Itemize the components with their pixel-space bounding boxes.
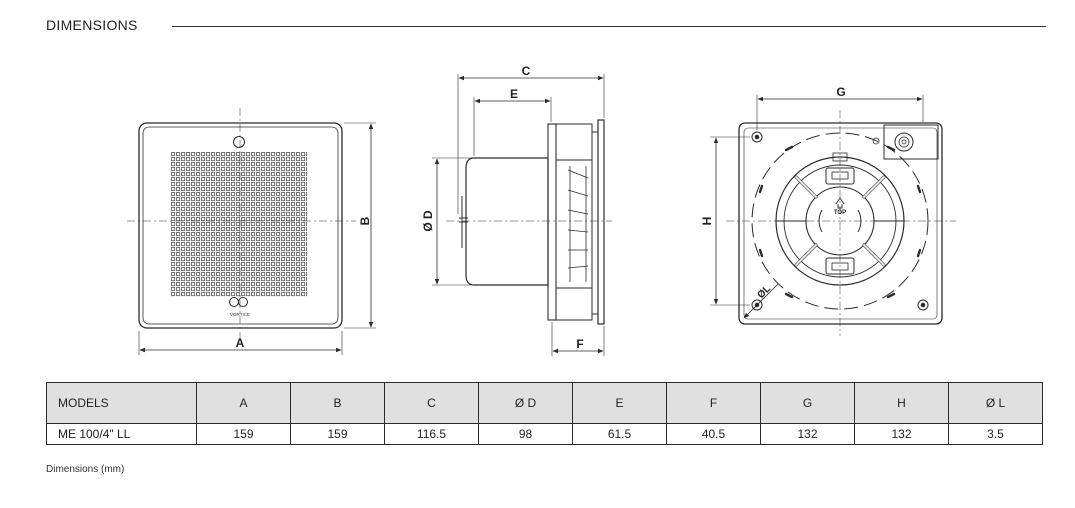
table-header-cell: G <box>760 382 855 424</box>
logo-icon <box>229 297 239 307</box>
table-header-cell: A <box>196 382 291 424</box>
table-cell: 116.5 <box>384 423 479 445</box>
table-header-cell: C <box>384 382 479 424</box>
logo-text: VORTICE <box>230 312 250 317</box>
front-outer-frame <box>138 122 343 329</box>
table-cell: 40.5 <box>666 423 761 445</box>
connector-icon <box>894 132 914 152</box>
front-plate <box>597 119 605 325</box>
section-rule <box>172 26 1046 27</box>
dim-l-label: ØL <box>755 283 773 301</box>
front-inner-frame <box>142 126 339 325</box>
rear-frame <box>738 122 943 325</box>
side-view <box>432 74 612 356</box>
table-cell: 132 <box>854 423 949 445</box>
table-cell: 159 <box>196 423 291 445</box>
rear-view <box>710 95 956 336</box>
table-header-row: MODELS A B C Ø D E F G H Ø L <box>46 382 1043 424</box>
top-mark: TOP <box>834 210 846 216</box>
front-view: VORTICE <box>127 108 376 355</box>
section-header: DIMENSIONS <box>46 14 1046 38</box>
dim-b-label: B <box>358 216 372 225</box>
dim-c-label: C <box>522 64 531 78</box>
section-title: DIMENSIONS <box>46 17 138 33</box>
front-hole <box>233 136 245 148</box>
table-header-cell: Ø D <box>478 382 573 424</box>
dim-h-label: H <box>700 217 714 226</box>
footnote: Dimensions (mm) <box>46 464 125 475</box>
motor-body <box>465 157 549 286</box>
table-cell: 3.5 <box>948 423 1043 445</box>
table-cell: 132 <box>760 423 855 445</box>
table-cell: 61.5 <box>572 423 667 445</box>
table-row: ME 100/4" LL 159 159 116.5 98 61.5 40.5 … <box>46 423 1043 445</box>
table-header-cell: Ø L <box>948 382 1043 424</box>
dim-d-label: Ø D <box>421 210 435 232</box>
table-header-cell: B <box>290 382 385 424</box>
dimensions-table: MODELS A B C Ø D E F G H Ø L ME 100/4" L… <box>46 382 1043 445</box>
table-header-cell: F <box>666 382 761 424</box>
outer-ring <box>751 132 929 310</box>
dim-e-label: E <box>510 87 518 101</box>
front-grille <box>171 152 307 297</box>
table-cell: ME 100/4" LL <box>46 423 197 445</box>
dim-f-label: F <box>576 337 583 351</box>
table-header-cell: H <box>854 382 949 424</box>
dim-g-label: G <box>836 85 845 99</box>
table-cell: 159 <box>290 423 385 445</box>
dim-l-line <box>743 283 779 319</box>
table-cell: 98 <box>478 423 573 445</box>
dim-a-label: A <box>236 336 245 350</box>
table-header-cell: E <box>572 382 667 424</box>
housing-wall <box>547 123 557 321</box>
table-header-cell: MODELS <box>46 382 197 424</box>
technical-drawing: VORTICE A B <box>127 64 956 356</box>
